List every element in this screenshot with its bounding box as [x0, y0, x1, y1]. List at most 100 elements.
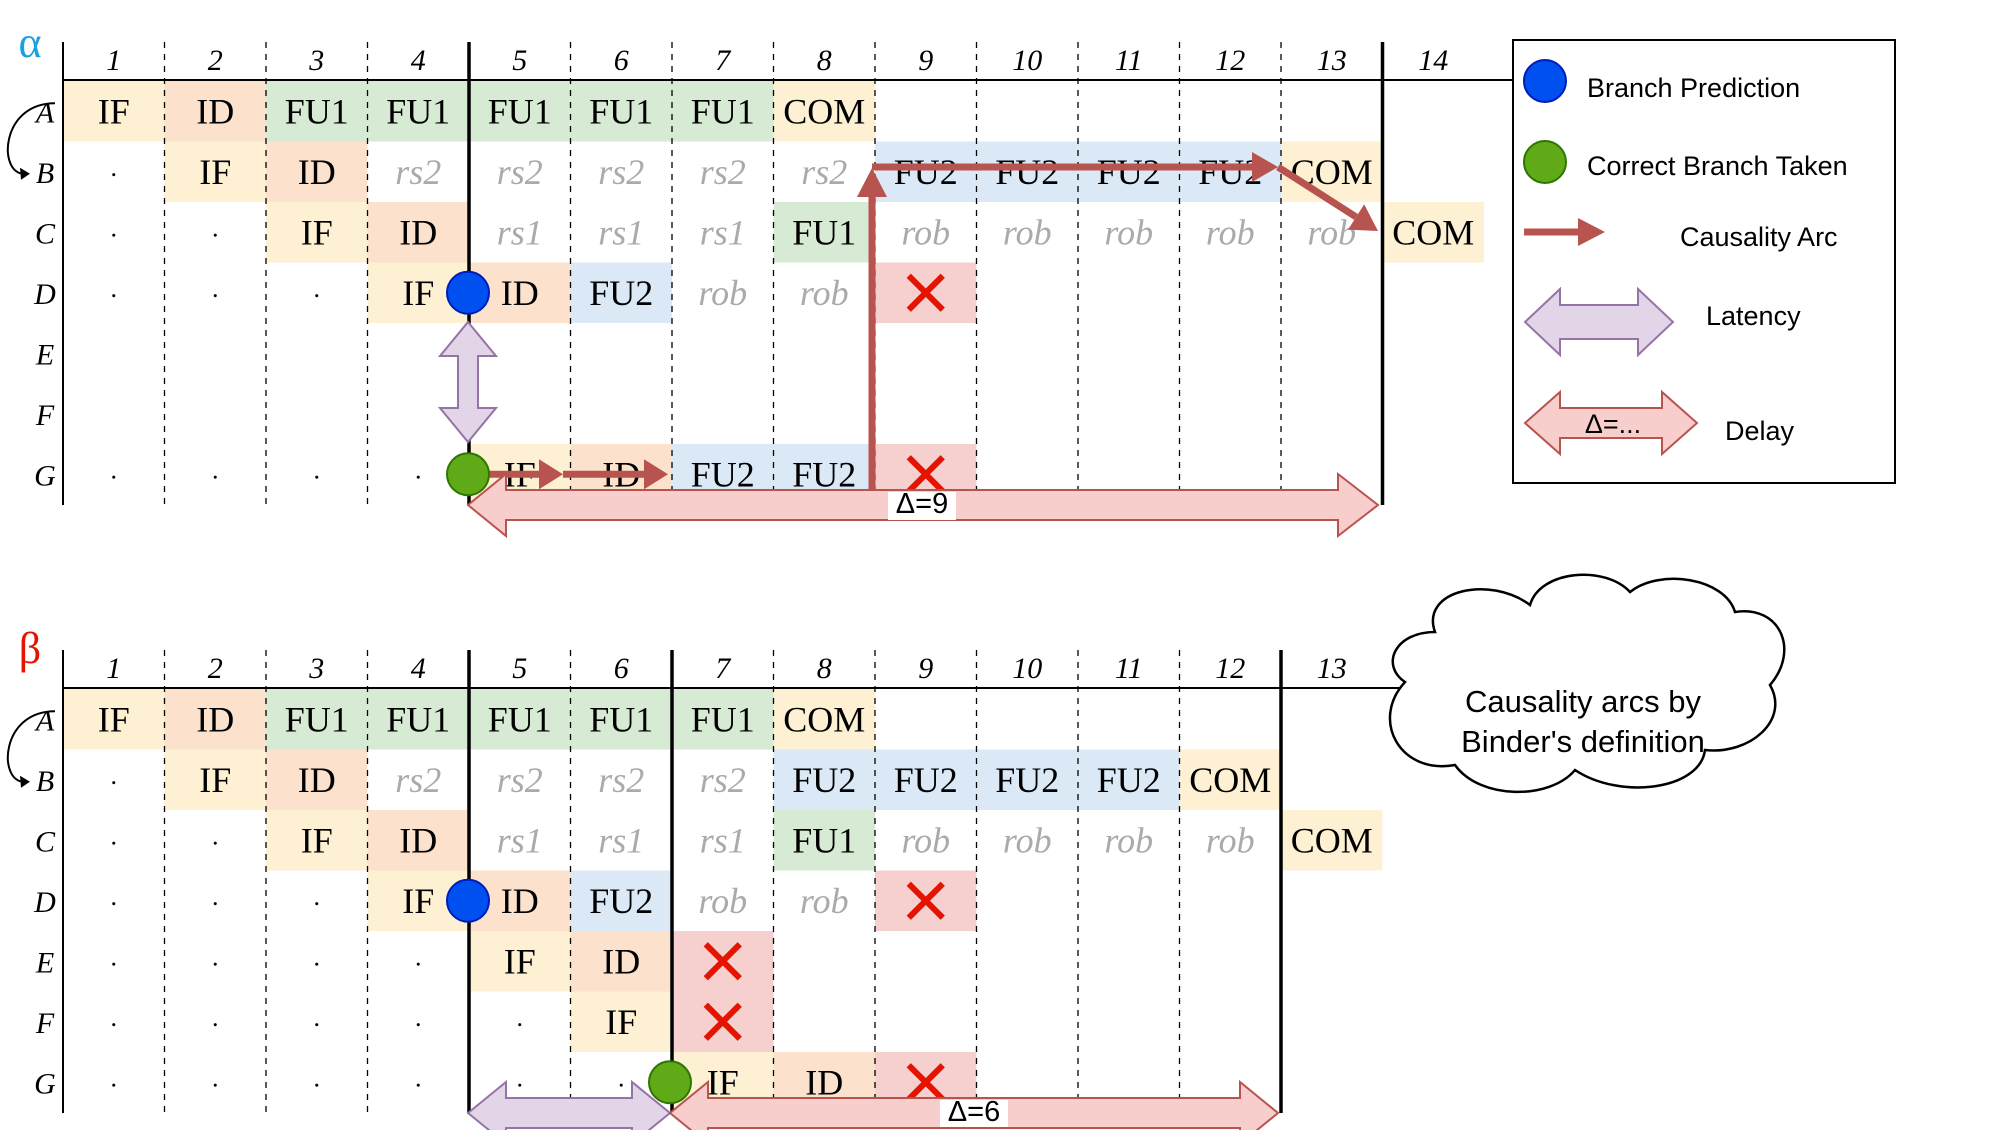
beta-column-header: 1: [106, 652, 121, 685]
alpha-cell-label: rob: [1307, 212, 1356, 252]
beta-delay-label-bg: [940, 1100, 1008, 1127]
alpha-cell-bg: [266, 141, 368, 202]
beta-cell-label: rob: [1104, 820, 1153, 860]
alpha-cell-bg: [1281, 141, 1383, 202]
alpha-cell-bg: [1382, 202, 1484, 263]
latency-icon: [1523, 286, 1675, 358]
alpha-cell-bg: [63, 81, 165, 142]
beta-cell-bg: [570, 991, 672, 1052]
alpha-row-label: B: [36, 157, 54, 190]
alpha-cell-label: IF: [98, 91, 130, 131]
correct-branch-icon: [1523, 140, 1567, 184]
alpha-cell-label: .: [111, 213, 118, 242]
beta-row-label: F: [35, 1007, 55, 1040]
alpha-cell-label: FU1: [792, 212, 856, 252]
legend-delay-label: Delay: [1725, 416, 1795, 446]
beta-cell-label: .: [212, 1003, 219, 1032]
beta-cell-label: .: [111, 942, 118, 971]
alpha-column-header: 6: [614, 44, 629, 77]
beta-cell-bg: [164, 749, 266, 810]
cancelled-x-icon: [703, 942, 742, 981]
beta-cell-label: ID: [501, 881, 539, 921]
cancelled-x-icon: [906, 881, 945, 920]
beta-column-header: 8: [817, 652, 832, 685]
beta-cell-label: IF: [504, 941, 536, 981]
beta-cell-label: .: [618, 1063, 625, 1092]
beta-cell-label: ID: [298, 760, 336, 800]
beta-cell-label: IF: [707, 1062, 739, 1102]
alpha-cell-label: rob: [1003, 212, 1052, 252]
beta-cell-label: rob: [698, 881, 747, 921]
beta-cell-label: FU1: [386, 699, 450, 739]
beta-cell-label: rob: [1206, 820, 1255, 860]
beta-cell-label: .: [314, 1063, 321, 1092]
alpha-cell-label: .: [111, 153, 118, 182]
alpha-cell-label: IF: [301, 212, 333, 252]
beta-cell-label: .: [314, 1003, 321, 1032]
alpha-column-header: 14: [1418, 44, 1448, 77]
alpha-column-header: 2: [208, 44, 223, 77]
beta-cell-label: FU2: [1097, 760, 1161, 800]
alpha-causality-arc-head: [1348, 204, 1378, 231]
beta-column-header: 13: [1317, 652, 1347, 685]
alpha-cell-label: FU2: [995, 152, 1059, 192]
beta-row-label: C: [35, 825, 56, 858]
beta-cell-label: COM: [1189, 760, 1271, 800]
alpha-column-header: 12: [1215, 44, 1245, 77]
beta-cell-bg: [672, 689, 774, 750]
beta-cell-label: .: [111, 761, 118, 790]
alpha-cell-label: IF: [402, 273, 434, 313]
beta-cell-bg: [367, 810, 469, 871]
beta-column-header: 9: [918, 652, 933, 685]
beta-cell-bg: [570, 689, 672, 750]
alpha-row-label: A: [34, 96, 55, 129]
alpha-cell-bg: [672, 81, 774, 142]
alpha-row-label: C: [35, 217, 56, 250]
alpha-column-header: 5: [512, 44, 527, 77]
beta-cell-label: .: [314, 942, 321, 971]
beta-cell-bg: [1179, 749, 1281, 810]
beta-cell-label: .: [517, 1063, 524, 1092]
beta-column-header: 11: [1115, 652, 1143, 685]
alpha-cell-label: FU2: [1198, 152, 1262, 192]
beta-cell-label: COM: [783, 699, 865, 739]
alpha-cell-label: FU1: [488, 91, 552, 131]
alpha-column-header: 3: [308, 44, 324, 77]
beta-cell-label: IF: [402, 881, 434, 921]
legend-delay-symbol: Δ=...: [1585, 409, 1641, 439]
beta-cell-bg: [773, 749, 875, 810]
beta-column-header: 3: [308, 652, 324, 685]
cancelled-x-icon: [906, 455, 945, 494]
beta-cell-label: .: [212, 821, 219, 850]
alpha-cell-bg: [367, 81, 469, 142]
alpha-cell-bg: [773, 202, 875, 263]
beta-cell-label: rs2: [598, 760, 644, 800]
beta-cell-label: rob: [1003, 820, 1052, 860]
alpha-column-header: 8: [817, 44, 832, 77]
beta-row-label: D: [33, 886, 56, 919]
alpha-causality-arc-head: [857, 168, 887, 197]
beta-row-label: B: [36, 765, 54, 798]
beta-column-header: 4: [411, 652, 426, 685]
beta-column-header: 12: [1215, 652, 1245, 685]
beta-cell-label: .: [111, 1063, 118, 1092]
alpha-cell-label: .: [314, 274, 321, 303]
beta-cell-bg: [875, 749, 977, 810]
beta-cell-label: ID: [602, 941, 640, 981]
beta-row-label: G: [34, 1067, 56, 1100]
beta-column-header: 10: [1012, 652, 1042, 685]
legend-latency-label: Latency: [1706, 301, 1801, 331]
beta-cell-bg: [63, 689, 165, 750]
legend-branch-prediction-label: Branch Prediction: [1587, 73, 1800, 103]
alpha-causality-arc: [1276, 164, 1358, 220]
beta-loop-arrow: [6, 710, 56, 783]
legend-correct-branch-label: Correct Branch Taken: [1587, 151, 1848, 181]
beta-cell-label: .: [111, 882, 118, 911]
beta-cell-label: FU1: [589, 699, 653, 739]
alpha-cell-bg: [875, 141, 977, 202]
beta-cell-label: COM: [1291, 820, 1373, 860]
alpha-cell-bg: [164, 81, 266, 142]
beta-cell-bg: [367, 689, 469, 750]
beta-cell-label: .: [517, 1003, 524, 1032]
beta-row-label: A: [34, 704, 55, 737]
